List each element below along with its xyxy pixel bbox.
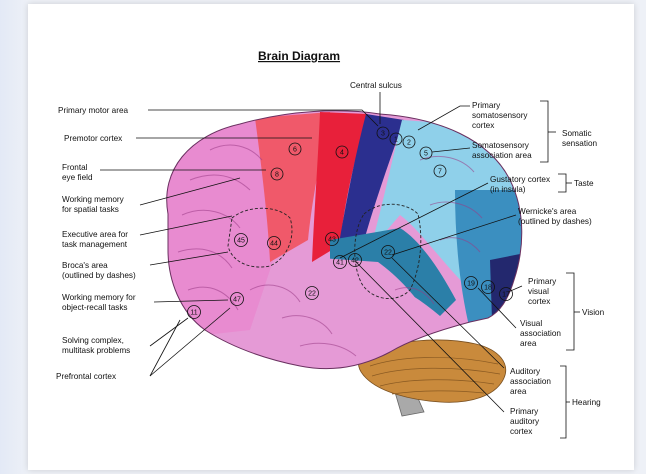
svg-text:44: 44 [270,241,278,248]
label-visual-assoc-2: association [520,329,561,338]
label-central-sulcus: Central sulcus [350,81,402,90]
svg-text:41: 41 [336,260,344,267]
svg-text:3: 3 [381,131,385,138]
svg-text:11: 11 [190,310,197,317]
label-solving-2: multitask problems [62,346,130,355]
label-premotor: Premotor cortex [64,134,122,143]
label-auditory-assoc-3: area [510,387,527,396]
label-wm-spatial-1: Working memory [62,195,125,204]
label-wm-spatial-2: for spatial tasks [62,205,119,214]
svg-text:2: 2 [407,140,411,147]
label-wernicke-2: (outlined by dashes) [518,217,592,226]
svg-text:43: 43 [328,237,336,244]
label-visual-assoc-1: Visual [520,319,542,328]
label-wernicke-1: Wernicke's area [518,207,577,216]
label-wm-object-1: Working memory for [62,293,136,302]
label-prefrontal: Prefrontal cortex [56,372,116,381]
left-labels: Primary motor area Premotor cortex Front… [56,106,136,381]
svg-text:22: 22 [308,291,316,298]
svg-text:47: 47 [233,297,241,304]
svg-text:7: 7 [438,169,442,176]
label-vision: Vision [582,308,605,317]
label-primary-motor: Primary motor area [58,106,129,115]
label-broca-1: Broca's area [62,261,108,270]
label-frontal-eye-2: eye field [62,173,93,182]
svg-text:17: 17 [502,292,510,299]
label-primary-somato-2: somatosensory [472,111,528,120]
svg-text:5: 5 [424,151,428,158]
label-primary-somato-3: cortex [472,121,494,130]
label-somato-assoc-2: association area [472,151,532,160]
svg-text:1: 1 [394,137,398,144]
label-primary-auditory-2: auditory [510,417,540,426]
svg-text:45: 45 [237,238,245,245]
label-primary-auditory-1: Primary [510,407,539,416]
label-somato-assoc-1: Somatosensory [472,141,530,150]
diagram-title: Brain Diagram [258,49,340,63]
label-somatic-2: sensation [562,139,597,148]
label-executive-1: Executive area for [62,230,128,239]
label-taste: Taste [574,179,594,188]
label-primary-auditory-3: cortex [510,427,532,436]
label-gustatory-2: (in insula) [490,185,526,194]
label-broca-2: (outlined by dashes) [62,271,136,280]
label-wm-object-2: object-recall tasks [62,303,128,312]
label-gustatory-1: Gustatory cortex [490,175,550,184]
label-solving-1: Solving complex, [62,336,124,345]
svg-text:18: 18 [484,285,492,292]
label-auditory-assoc-1: Auditory [510,367,541,376]
label-hearing: Hearing [572,398,601,407]
svg-text:22: 22 [384,250,392,257]
label-somatic-1: Somatic [562,129,592,138]
label-frontal-eye-1: Frontal [62,163,88,172]
label-auditory-assoc-2: association [510,377,551,386]
label-executive-2: task management [62,240,128,249]
svg-text:19: 19 [467,281,475,288]
label-primary-visual-3: cortex [528,297,550,306]
svg-text:4: 4 [340,150,344,157]
svg-text:8: 8 [275,172,279,179]
label-visual-assoc-3: area [520,339,537,348]
label-primary-visual-1: Primary [528,277,557,286]
label-primary-somato-1: Primary [472,101,501,110]
svg-text:6: 6 [293,147,297,154]
label-primary-visual-2: visual [528,287,549,296]
brackets [540,101,580,438]
